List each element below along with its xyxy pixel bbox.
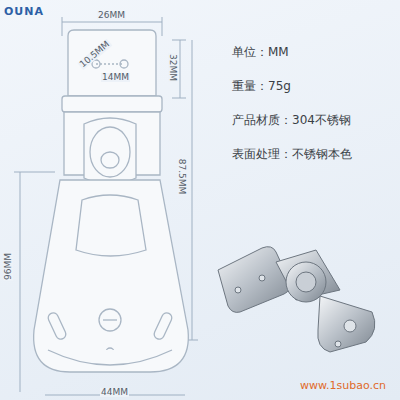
watermark: www.1subao.cn — [300, 380, 386, 391]
dimension-text: 26MM — [97, 11, 126, 20]
spec-text: 重量：75g — [232, 80, 291, 92]
brand-logo: OUNA — [4, 6, 44, 17]
dimension-text: 14MM — [101, 73, 130, 82]
dimension-text: 32MM — [168, 53, 177, 82]
spec-text: 单位：MM — [232, 46, 289, 58]
dimension-text: 87.5MM — [177, 158, 186, 196]
dimension-text: 96MM — [4, 252, 13, 281]
spec-text: 产品材质：304不锈钢 — [232, 114, 351, 126]
spec-text: 表面处理：不锈钢本色 — [232, 148, 352, 160]
dimension-text: 44MM — [100, 388, 129, 397]
